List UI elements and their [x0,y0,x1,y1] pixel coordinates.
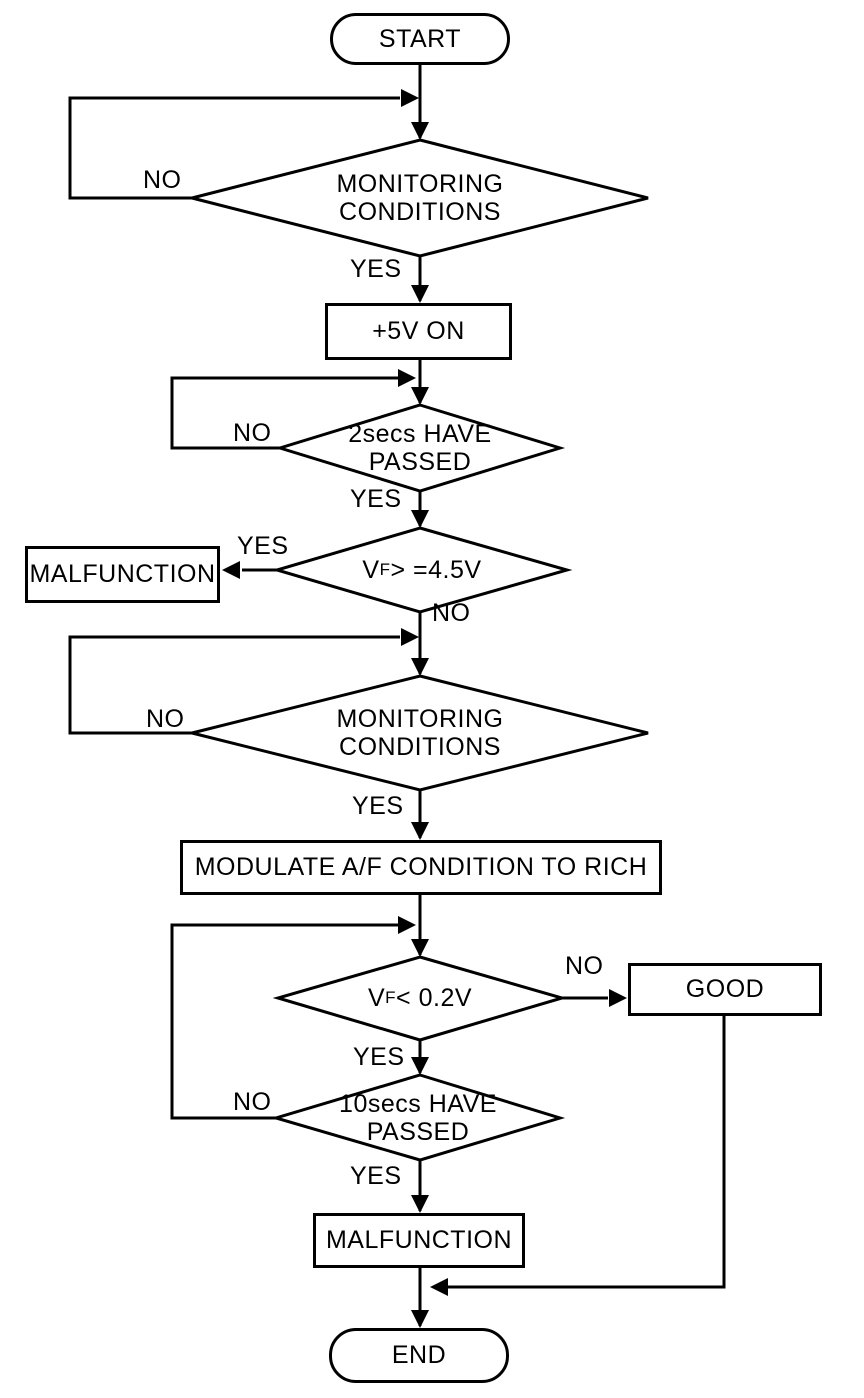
process-good: GOOD [628,963,822,1016]
process-modulate-af: MODULATE A/F CONDITION TO RICH [180,840,662,895]
edge-label-yes-d3: YES [237,532,289,560]
modulate-af-label: MODULATE A/F CONDITION TO RICH [194,853,648,881]
edge-label-yes-d2: YES [350,485,402,513]
process-5v-on-label: +5V ON [372,317,465,345]
edge-label-yes-d6: YES [350,1162,402,1190]
arrowhead-into-modulate [411,822,429,840]
decision-10secs-label: 10secs HAVE PASSED [339,1090,497,1146]
end-label: END [391,1341,447,1369]
process-malfunction-1: MALFUNCTION [25,546,220,603]
loop-d4-no [68,635,400,735]
edge-label-yes-d4: YES [352,792,404,820]
arrowhead-into-malfunction1 [222,561,240,579]
arrowhead-into-good [609,989,627,1007]
vf02-base: V [367,984,386,1012]
decision-2secs-shape [274,403,566,493]
edge-label-yes-d1: YES [350,255,402,283]
arrowhead-into-d4 [411,658,429,676]
vf02-rest: < 0.2V [396,984,473,1012]
arrowhead-into-5von [411,285,429,303]
decision-2secs-label: 2secs HAVE PASSED [348,420,492,476]
decision-vf-gte45-shape [271,526,573,614]
decision-monitoring-1-label: MONITORING CONDITIONS [336,170,504,226]
arrowhead-loop4 [398,916,416,934]
arrowhead-into-d6 [411,1057,429,1075]
malfunction-2-label: MALFUNCTION [325,1226,513,1254]
vf45-base: V [362,556,380,584]
edge-label-no-d4: NO [146,705,185,733]
decision-10secs-shape [270,1073,566,1162]
arrowhead-into-d1 [411,122,429,140]
process-5v-on: +5V ON [325,303,512,360]
good-label: GOOD [685,975,765,1003]
end-node: END [329,1328,509,1383]
arrowhead-loop3 [401,628,419,646]
edge-label-no-d2: NO [233,419,272,447]
vf45-rest: > =4.5V [390,556,482,584]
decision-vf-lt02-shape [272,955,568,1042]
loop-d1-no [68,96,400,200]
arrowhead-into-d3 [411,510,429,528]
loop-d2-no [170,376,398,450]
arrowhead-into-d2 [411,387,429,405]
edge-label-no-d6: NO [233,1088,272,1116]
edge-label-no-d1: NO [143,166,182,194]
loop-d6-no [170,923,398,1120]
decision-monitoring-2-shape [191,674,649,792]
edge-label-no-d5: NO [565,952,604,980]
edge-good-to-end-join [448,1016,726,1289]
arrowhead-good-join [430,1278,448,1296]
start-node: START [330,13,510,65]
arrowhead-into-malfunction2 [411,1195,429,1213]
arrowhead-into-end [411,1310,429,1328]
vf45-sub: F [379,560,391,579]
edge-label-yes-d5: YES [353,1043,405,1071]
edge-label-no-d3: NO [432,599,471,627]
decision-monitoring-2-label: MONITORING CONDITIONS [336,705,504,761]
arrowhead-loop1 [401,89,419,107]
start-label: START [378,24,462,53]
vf02-sub: F [385,988,397,1007]
process-malfunction-2: MALFUNCTION [313,1213,525,1268]
arrowhead-loop2 [398,369,416,387]
arrowhead-into-d5 [411,939,429,957]
decision-monitoring-1-shape [191,138,649,258]
malfunction-1-label: MALFUNCTION [29,560,216,588]
